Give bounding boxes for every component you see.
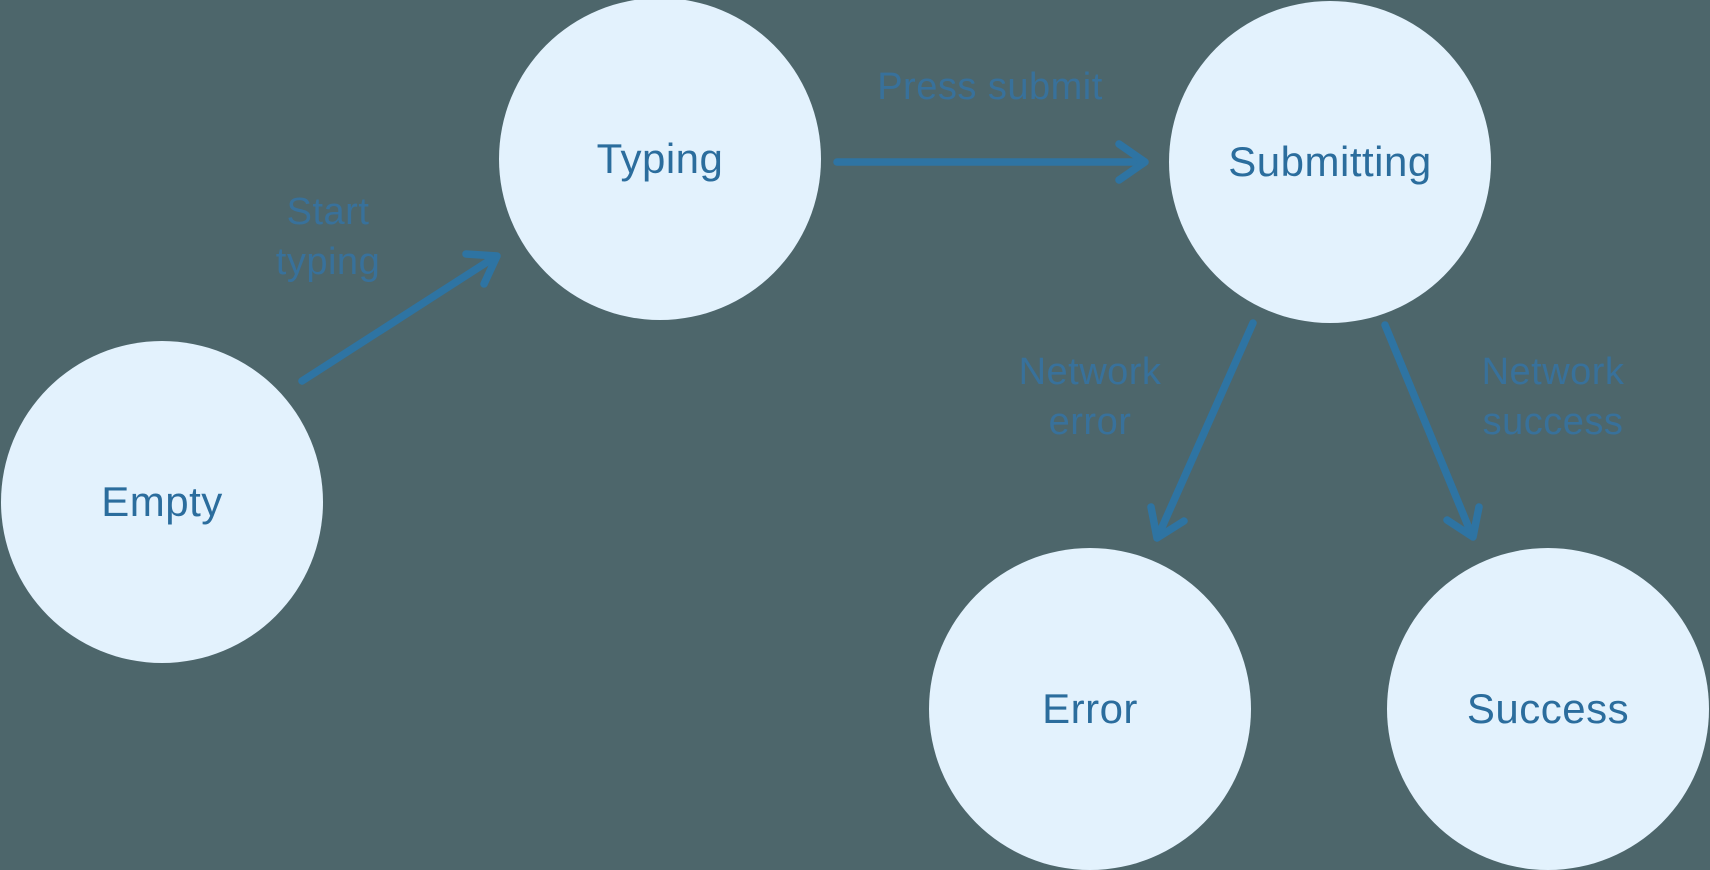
state-node-error: Error xyxy=(929,548,1251,870)
state-node-label-typing: Typing xyxy=(596,135,724,182)
state-node-label-submitting: Submitting xyxy=(1228,138,1432,185)
transition-arrow-typing-submitting xyxy=(833,140,1149,184)
transition-label-network-error: Network error xyxy=(1018,351,1162,443)
state-node-label-success: Success xyxy=(1466,685,1630,732)
state-node-label-error: Error xyxy=(1042,685,1138,732)
state-node-label-empty: Empty xyxy=(101,478,223,525)
state-node-empty: Empty xyxy=(1,341,323,663)
transition-label-start-typing: Start typing xyxy=(275,191,381,283)
transition-label-network-success: Network success xyxy=(1481,351,1625,443)
state-node-typing: Typing xyxy=(499,0,821,320)
transition-label-press-submit: Press submit xyxy=(877,66,1103,108)
state-node-submitting: Submitting xyxy=(1169,1,1491,323)
state-node-success: Success xyxy=(1387,548,1709,870)
